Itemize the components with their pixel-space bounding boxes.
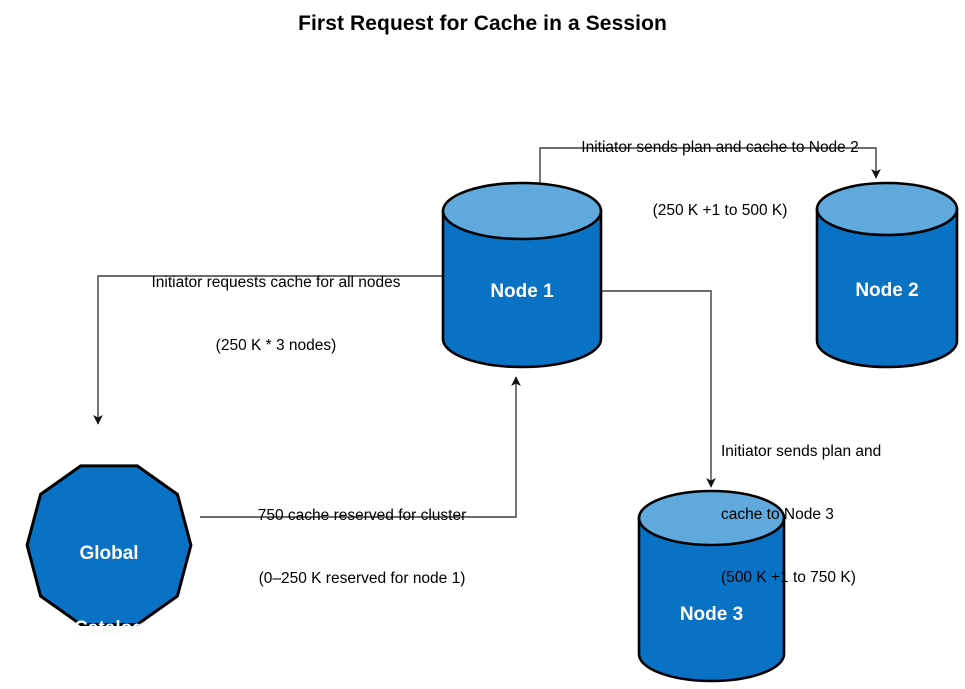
- node-label-node3: Node 3: [679, 604, 744, 625]
- node-label-node1: Node 1: [490, 281, 554, 302]
- connector-label-node1-to-node3-line2: cache to Node 3: [721, 506, 834, 523]
- node-node2[interactable]: [815, 181, 959, 369]
- connector-label-node1-to-global-catalog-line2: (250 K * 3 nodes): [215, 337, 337, 354]
- connector-node1-to-global-catalog: [93, 275, 443, 425]
- node-node1[interactable]: [441, 181, 603, 369]
- connector-node1-to-node3: [601, 290, 716, 488]
- node-global-catalog[interactable]: [25, 464, 193, 627]
- connector-label-node1-to-global-catalog: Initiator requests cache for all nodes (…: [114, 230, 438, 398]
- connector-label-global-catalog-to-node1: 750 cache reserved for cluster (0–250 K …: [217, 463, 507, 631]
- node-label-node2: Node 2: [855, 280, 919, 301]
- connector-label-node1-to-node3: Initiator sends plan and cache to Node 3…: [721, 399, 951, 630]
- node-label-global-catalog-line1: Global: [79, 543, 139, 564]
- node-label-global-catalog-line2: Catalog: [74, 618, 144, 639]
- node-label-global-catalog: Global Catalog: [18, 491, 200, 689]
- connector-label-global-catalog-to-node1-line2: (0–250 K reserved for node 1): [258, 570, 466, 587]
- connector-label-node1-to-global-catalog-line1: Initiator requests cache for all nodes: [151, 274, 401, 291]
- page-title: First Request for Cache in a Session: [298, 12, 667, 35]
- connector-node1-to-node2: [539, 147, 881, 183]
- connector-label-node1-to-node3-line3: (500 K +1 to 750 K): [721, 569, 856, 586]
- node-node3[interactable]: [637, 489, 786, 683]
- connector-label-node1-to-node2: Initiator sends plan and cache to Node 2…: [524, 95, 916, 263]
- connector-global-catalog-to-node1: [200, 376, 521, 518]
- connector-label-global-catalog-to-node1-line1: 750 cache reserved for cluster: [257, 507, 467, 524]
- connector-label-node1-to-node2-line1: Initiator sends plan and cache to Node 2: [581, 139, 859, 156]
- connector-label-node1-to-node2-line2: (250 K +1 to 500 K): [652, 202, 788, 219]
- connector-label-node1-to-node3-line1: Initiator sends plan and: [721, 443, 882, 460]
